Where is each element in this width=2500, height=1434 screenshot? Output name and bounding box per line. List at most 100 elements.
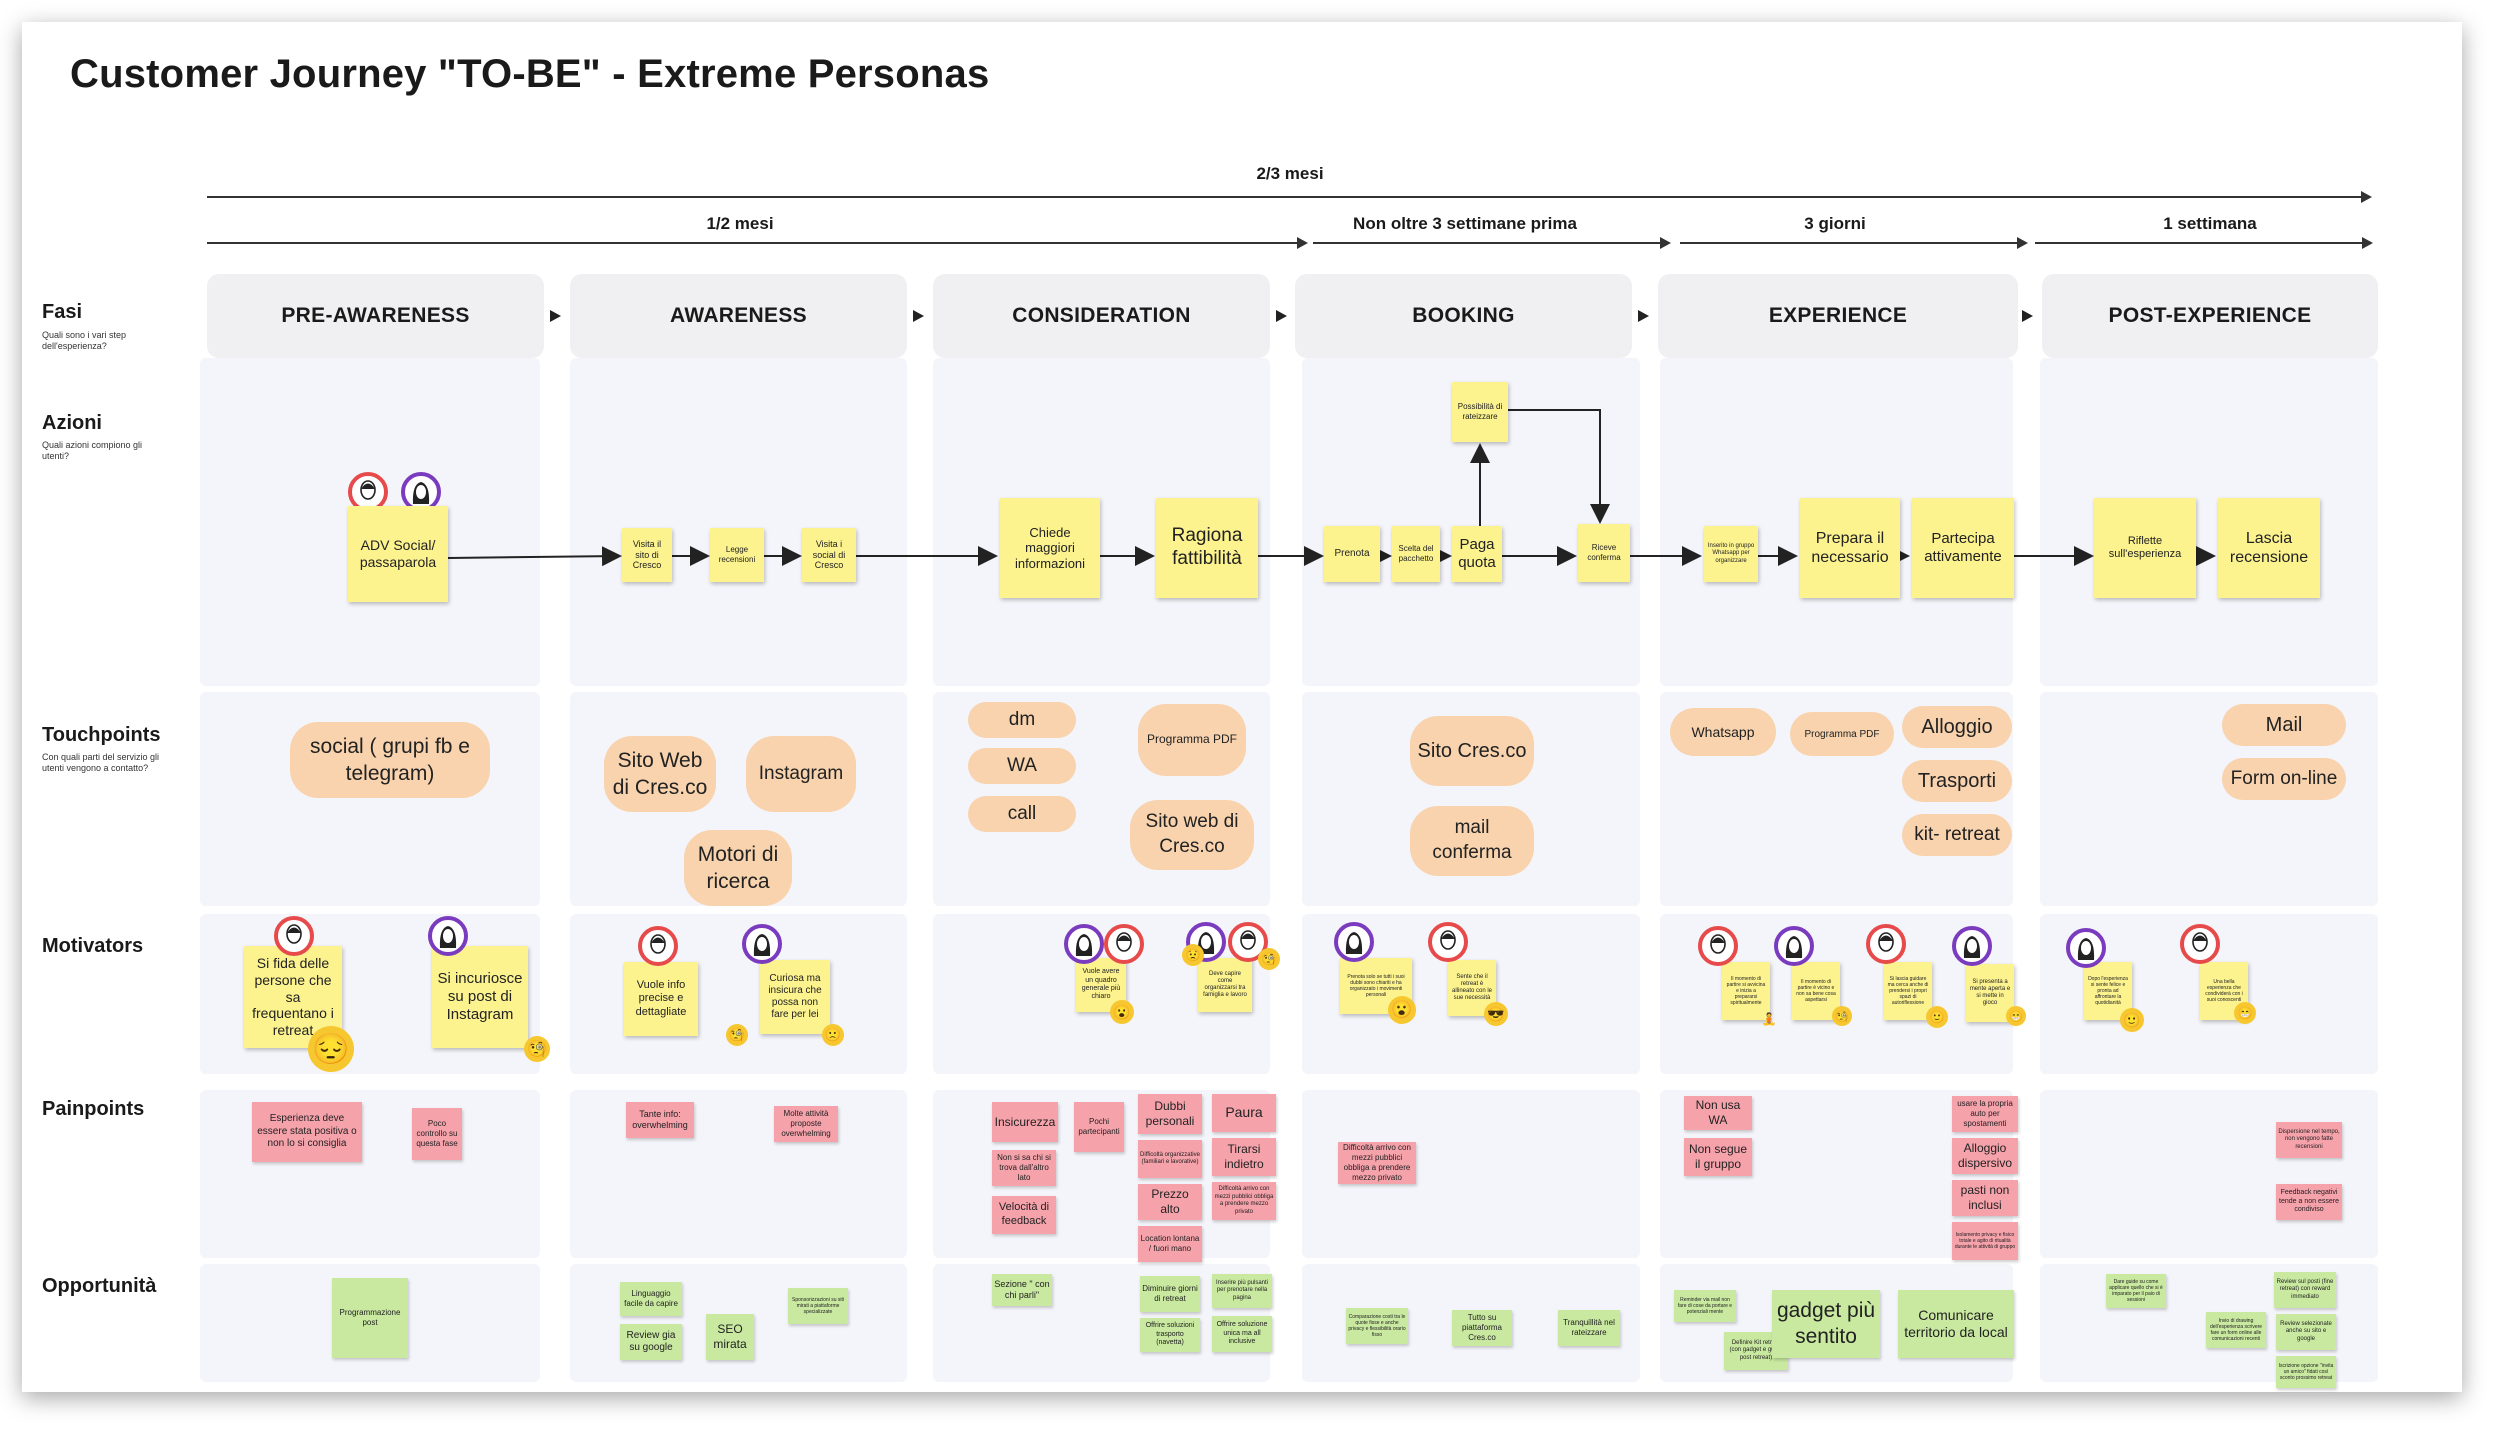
arrow-right-icon xyxy=(1638,310,1649,322)
phase-booking: BOOKING xyxy=(1295,274,1632,358)
action-scelta-pacchetto: Scelta del pacchetto xyxy=(1392,526,1440,582)
painpoint-molte-attivita: Molte attività proposte overwhelming xyxy=(774,1106,838,1142)
row-label-opportunita: Opportunità xyxy=(42,1275,157,1297)
opportunity-soluzioni-trasporto: Offrire soluzioni trasporto (navetta) xyxy=(1140,1318,1200,1352)
emoji-grin-icon: 😁 xyxy=(2234,1002,2256,1024)
lane-cell xyxy=(570,1090,907,1258)
motivator-vuole-info: Vuole info precise e dettagliate xyxy=(624,962,698,1036)
action-prepara: Prepara il necessario xyxy=(1800,498,1900,598)
arrow-right-icon xyxy=(1660,237,1671,249)
timeline-segment-2-line xyxy=(1313,242,1660,244)
timeline-segment-1: 1/2 mesi xyxy=(706,214,774,233)
persona-2-avatar xyxy=(401,472,441,512)
opportunity-programmazione-post: Programmazione post xyxy=(332,1278,408,1358)
persona-2-avatar xyxy=(428,916,468,956)
persona-2-avatar xyxy=(1186,922,1226,962)
arrow-right-icon xyxy=(1297,237,1308,249)
opportunity-tutto-piattaforma: Tutto su piattaforma Cres.co xyxy=(1452,1310,1512,1346)
touchpoint-social: social ( grupi fb e telegram) xyxy=(290,722,490,798)
opportunity-gadget: gadget più sentito xyxy=(1772,1290,1880,1358)
persona-1-avatar xyxy=(2180,924,2220,964)
persona-2-avatar xyxy=(1952,926,1992,966)
opportunity-sponsorizzazioni: Sponsorizzazioni su siti mirati a piatta… xyxy=(788,1288,848,1324)
opportunity-review-selezionate: Review selezionate anche su sito e googl… xyxy=(2276,1314,2336,1350)
painpoint-prezzo-alto: Prezzo alto xyxy=(1138,1184,1202,1220)
timeline-segment-4: 1 settimana xyxy=(2163,214,2257,233)
action-inserito-whatsapp: Inserito in gruppo Whatsapp per organizz… xyxy=(1704,526,1758,582)
timeline-segment-3-line xyxy=(1680,242,2017,244)
painpoint-esperienza-positiva: Esperienza deve essere stata positiva o … xyxy=(252,1102,362,1162)
painpoint-tirarsi-indietro: Tirarsi indietro xyxy=(1212,1138,1276,1176)
timeline-segment-3: 3 giorni xyxy=(1804,214,1866,233)
painpoint-poco-controllo: Poco controllo su questa fase xyxy=(412,1108,462,1160)
emoji-worried-icon: 😟 xyxy=(1182,944,1204,966)
opportunity-pulsanti: Inserire più pulsanti per prenotare nell… xyxy=(1212,1274,1272,1308)
lane-cell xyxy=(2040,358,2378,686)
emoji-meditate-icon: 🧘 xyxy=(1761,1012,1777,1026)
persona-2-avatar xyxy=(1334,922,1374,962)
painpoint-location-lontana: Location lontana / fuori mano xyxy=(1138,1226,1202,1262)
painpoint-paura: Paura xyxy=(1212,1094,1276,1132)
phase-awareness: AWARENESS xyxy=(570,274,907,358)
timeline-segment-4-line xyxy=(2035,242,2362,244)
touchpoint-kit-retreat: kit- retreat xyxy=(1902,814,2012,856)
action-visita-sito: Visita il sito di Cresco xyxy=(622,528,672,582)
emoji-thinking-icon: 🧐 xyxy=(726,1024,748,1046)
arrow-right-icon xyxy=(550,310,561,322)
emoji-smile-icon: 🙂 xyxy=(2120,1008,2144,1032)
row-label-azioni: Azioni xyxy=(42,412,102,434)
page-title: Customer Journey "TO-BE" - Extreme Perso… xyxy=(70,52,990,96)
touchpoint-motori-ricerca: Motori di ricerca xyxy=(684,830,792,906)
touchpoint-whatsapp: Whatsapp xyxy=(1670,708,1776,756)
motivator-si-lascia-guidare: Si lascia guidare ma cerca anche di pren… xyxy=(1884,962,1932,1020)
opportunity-seo-mirata: SEO mirata xyxy=(706,1314,754,1360)
painpoint-insicurezza: Insicurezza xyxy=(992,1102,1058,1142)
opportunity-dare-guide: Dare guide su come applicare quello che … xyxy=(2106,1274,2166,1308)
persona-1-avatar xyxy=(1698,926,1738,966)
emoji-thinking-icon: 🧐 xyxy=(1832,1006,1852,1026)
action-ragiona-fattibilita: Ragiona fattibilità xyxy=(1156,498,1258,598)
opportunity-comparazione-costi: Comparazione costi tra le quote fisse e … xyxy=(1346,1308,1408,1344)
action-lascia-recensione: Lascia recensione xyxy=(2218,498,2320,598)
painpoint-alloggio-dispersivo: Alloggio dispersivo xyxy=(1952,1138,2018,1174)
opportunity-reminder: Reminder via mail non fare di cose da po… xyxy=(1674,1290,1736,1322)
touchpoint-sito-web-cresco: Sito web di Cres.co xyxy=(1130,800,1254,870)
painpoint-pasti-non-inclusi: pasti non inclusi xyxy=(1952,1180,2018,1216)
persona-1-avatar xyxy=(1866,924,1906,964)
arrow-right-icon xyxy=(913,310,924,322)
painpoint-isolamento: Isolamento privacy e fisico totale e agi… xyxy=(1952,1222,2018,1260)
motivator-non-sa: Il momento di partire è vicino e non sa … xyxy=(1792,962,1840,1020)
lane-cell xyxy=(570,358,907,686)
painpoint-non-si-sa: Non si sa chi si trova dall'altro lato xyxy=(992,1150,1056,1186)
row-sub-fasi: Quali sono i vari step dell'esperienza? xyxy=(42,330,127,351)
arrow-right-icon xyxy=(2022,310,2033,322)
opportunity-review-posti: Review sul posti (fine retreat) con rewa… xyxy=(2274,1272,2336,1308)
touchpoint-dm: dm xyxy=(968,702,1076,738)
row-label-motivators: Motivators xyxy=(42,935,144,957)
opportunity-invita-amico: Iscrizione opzione "invita un amico" fid… xyxy=(2276,1356,2336,1388)
arrow-right-icon xyxy=(2017,237,2028,249)
timeline-segment-1-line xyxy=(207,242,1297,244)
lane-cell xyxy=(2040,1090,2378,1258)
touchpoint-wa: WA xyxy=(968,748,1076,784)
painpoint-pochi-partecipanti: Pochi partecipanti xyxy=(1074,1102,1124,1152)
arrow-right-icon xyxy=(2362,237,2373,249)
emoji-thinking-icon: 🧐 xyxy=(1258,948,1280,970)
opportunity-rateizzare: Tranquillità nel rateizzare xyxy=(1558,1310,1620,1346)
touchpoint-mail-conferma: mail conferma xyxy=(1410,806,1534,876)
phase-experience: EXPERIENCE xyxy=(1658,274,2018,358)
opportunity-review-google: Review gia su google xyxy=(620,1324,682,1360)
action-visita-social: Visita i social di Cresco xyxy=(802,528,856,582)
touchpoint-form-online: Form on-line xyxy=(2222,758,2346,800)
action-chiede-info: Chiede maggiori informazioni xyxy=(1000,498,1100,598)
painpoint-tante-info: Tante info: overwhelming xyxy=(626,1102,694,1138)
persona-2-avatar xyxy=(1064,924,1104,964)
painpoint-dubbi-personali: Dubbi personali xyxy=(1138,1094,1202,1134)
action-partecipa: Partecipa attivamente xyxy=(1912,498,2014,598)
painpoint-velocita-feedback: Velocità di feedback xyxy=(992,1196,1056,1234)
painpoint-difficolta-organizzative: Difficoltà organizzative (familiari e la… xyxy=(1138,1140,1202,1178)
action-adv-social: ADV Social/ passaparola xyxy=(348,506,448,602)
action-riflette: Riflette sull'esperienza xyxy=(2094,498,2196,598)
arrow-right-icon xyxy=(2361,191,2372,203)
persona-2-avatar xyxy=(1774,926,1814,966)
